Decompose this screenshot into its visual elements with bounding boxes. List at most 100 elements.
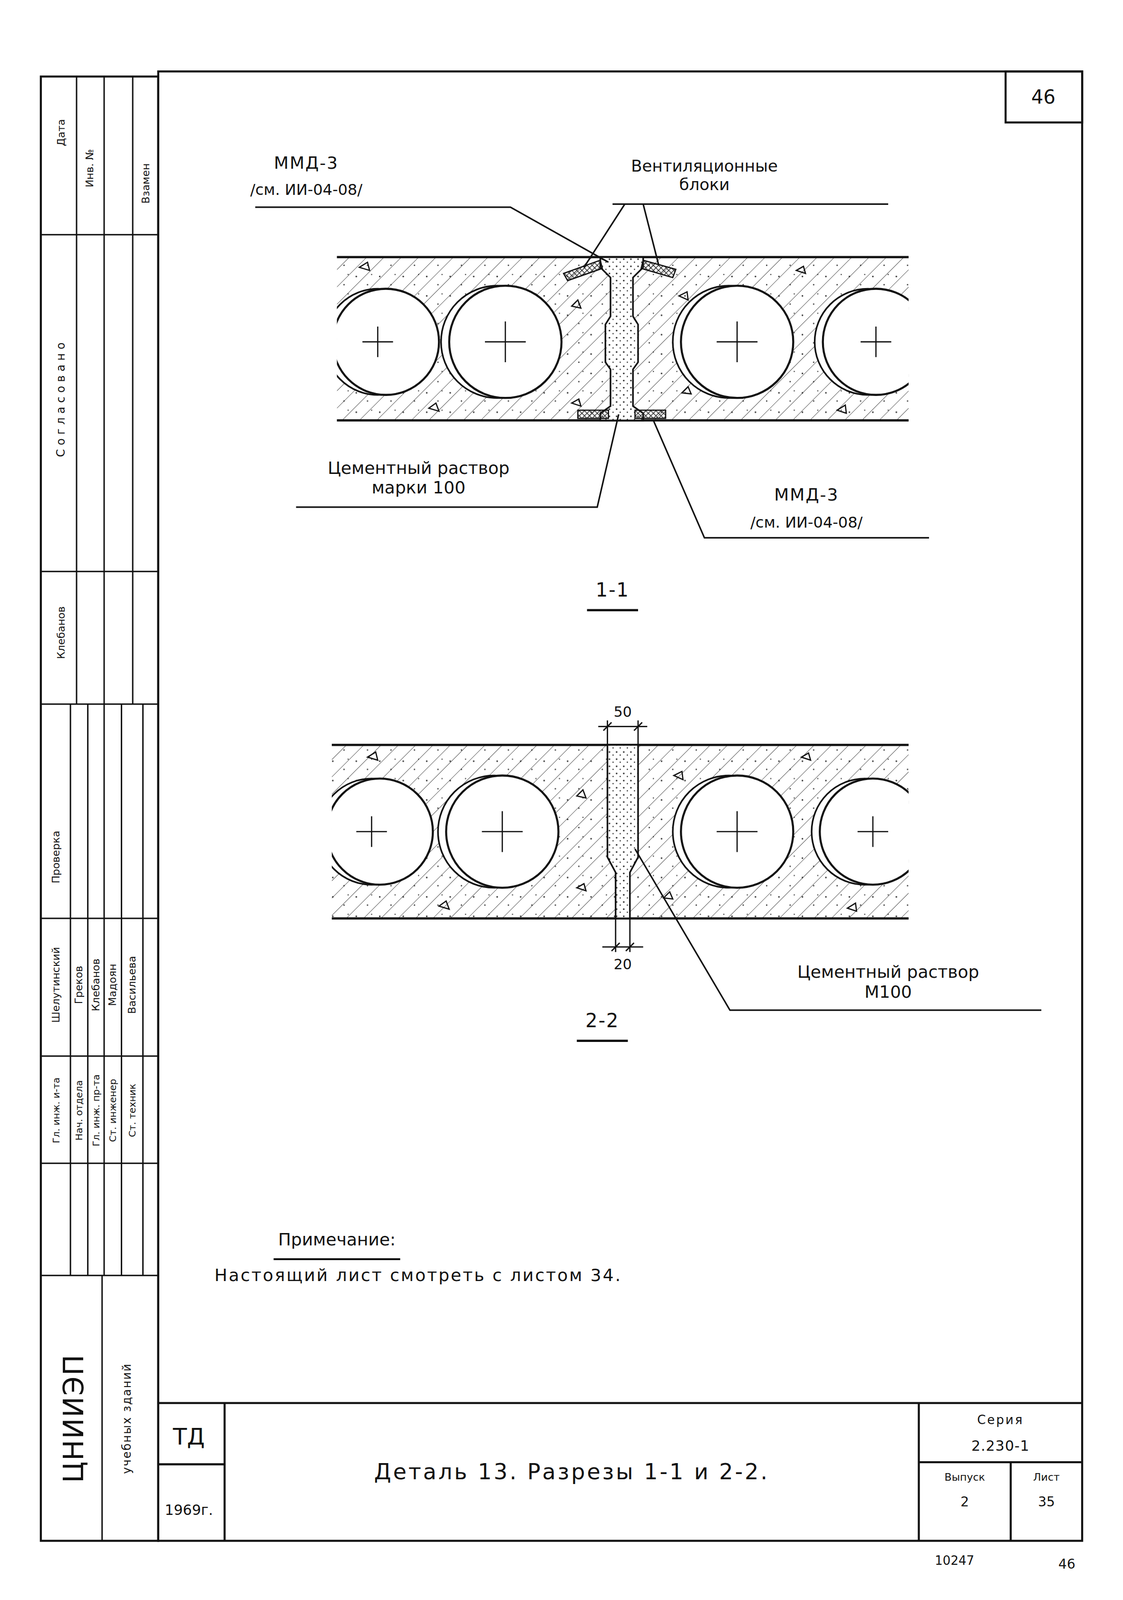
leader-lines-1 [296,414,620,508]
leader-lines-1 [653,420,930,538]
slab-section-1 [563,260,603,281]
dimension-lines [611,943,620,952]
dimension-lines [602,946,644,949]
stamp-field: Серия [977,1413,1024,1428]
slab-section-1 [600,257,644,421]
page-number: 46 [1058,1557,1076,1573]
title-block-grid [223,1403,226,1542]
dimension-lines [606,720,609,746]
dimension-lines [637,720,639,746]
stamp-field: Лист [1033,1471,1060,1484]
stamp-field: Инв. № [83,149,96,188]
signer-role: Ст. инженер [107,1078,119,1143]
slab-section-1 [337,257,909,421]
stamp-grid [40,918,159,920]
leader-lines-1 [612,203,889,205]
stamp-field: Проверка [49,831,62,884]
stamp-grid [103,76,106,705]
slab-section-2 [607,745,639,919]
stamp-grid [69,704,72,1276]
slab-section-1 [359,262,847,414]
slab-section-1 [577,410,609,419]
callout-reference: /см. ИИ-04-08/ [250,181,363,199]
callout-text: ММД-3 [774,484,839,505]
note-heading: Примечание: [278,1230,396,1250]
stamp-grid [132,76,134,705]
stamp-field: Выпуск [944,1471,986,1484]
callout-text: Цементный раствор марки 100 [309,457,528,498]
archive-number: 10247 [934,1554,975,1569]
title-block-grid [919,1461,1083,1464]
dimension-lines [598,726,648,728]
stamp-grid [101,1275,103,1541]
title-block-grid [158,1402,1083,1405]
stamp-field: Взамен [139,163,152,204]
stamp-code: ТД [173,1423,205,1451]
dimension-value: 50 [613,704,632,721]
leader-lines-2 [273,1258,400,1261]
dimension-lines [598,720,648,953]
sheet-frame [158,71,1083,1541]
dimension-lines [603,722,612,731]
organization-name: ЦНИИЭП [57,1354,90,1484]
stamp-field: Согласовано [54,338,68,458]
signer-name: Шелутинский [49,947,62,1024]
callout-text: ММД-3 [273,153,339,174]
stamp-grid [87,704,89,1276]
stamp-grid [103,704,106,1276]
stamp-grid [40,703,159,706]
issue-number: 2 [960,1494,969,1511]
title-block-grid [1009,1462,1012,1541]
signer-role: Гл. инж. и-та [50,1077,62,1144]
stamp-grid [40,233,159,236]
stamp-grid [40,1055,159,1057]
stamp-grid [40,1275,159,1277]
section-mark: 1-1 [595,579,630,601]
sheet-number: 46 [1031,86,1056,108]
dimension-lines [633,722,642,731]
callout-text: Цементный раствор М100 [778,962,998,1002]
section-mark: 2-2 [585,1009,620,1032]
drawing-title: Деталь 13. Разрезы 1-1 и 2-2. [374,1459,770,1485]
slab-section-2 [607,745,639,919]
leader-lines-1 [255,207,609,263]
leader-lines-2 [273,849,1042,1260]
slab-section-2 [331,745,909,919]
slab-section-1 [324,257,930,421]
dimension-value: 20 [613,956,632,973]
stamp-grid [40,571,159,573]
signer-role: Нач. отдела [73,1080,85,1141]
stamp-field: Дата [55,119,68,147]
note-text: Настоящий лист смотреть с листом 34. [214,1266,622,1286]
callout-text: Вентиляционные блоки [614,156,795,194]
signer-name: Греков [73,965,86,1005]
signer-name: Клебанов [55,606,68,659]
slab-section-1 [635,410,666,419]
sheet-frame [40,76,159,1541]
leader-lines-1 [583,203,625,268]
stamp-year: 1969г. [164,1502,213,1520]
title-block-grid [158,1403,1083,1542]
slab-section-2 [318,745,927,919]
sheet-number: 35 [1037,1494,1056,1511]
leader-lines-2 [635,849,1042,1011]
stamp-grid [120,704,123,1276]
slab-section-1 [600,257,644,421]
leader-lines-1 [587,609,639,612]
signer-role: Гл. инж. пр-та [90,1074,102,1147]
organization-name: учебных зданий [121,1363,135,1474]
stamp-grid [76,76,78,705]
sheet-frame [40,71,1083,1541]
leader-lines-1 [643,203,659,265]
dimension-lines [625,943,634,952]
stamp-grid [40,76,159,1541]
leader-lines-2 [576,1039,628,1043]
signer-role: Ст. техник [126,1083,138,1137]
signer-name: Клебанов [89,958,102,1012]
signer-name: Васильева [125,956,138,1015]
callout-reference: /см. ИИ-04-08/ [750,513,863,532]
title-block-grid [917,1403,920,1542]
signer-name: Мадоян [106,963,119,1007]
stamp-grid [142,704,144,1276]
sheet-frame [1005,71,1083,123]
